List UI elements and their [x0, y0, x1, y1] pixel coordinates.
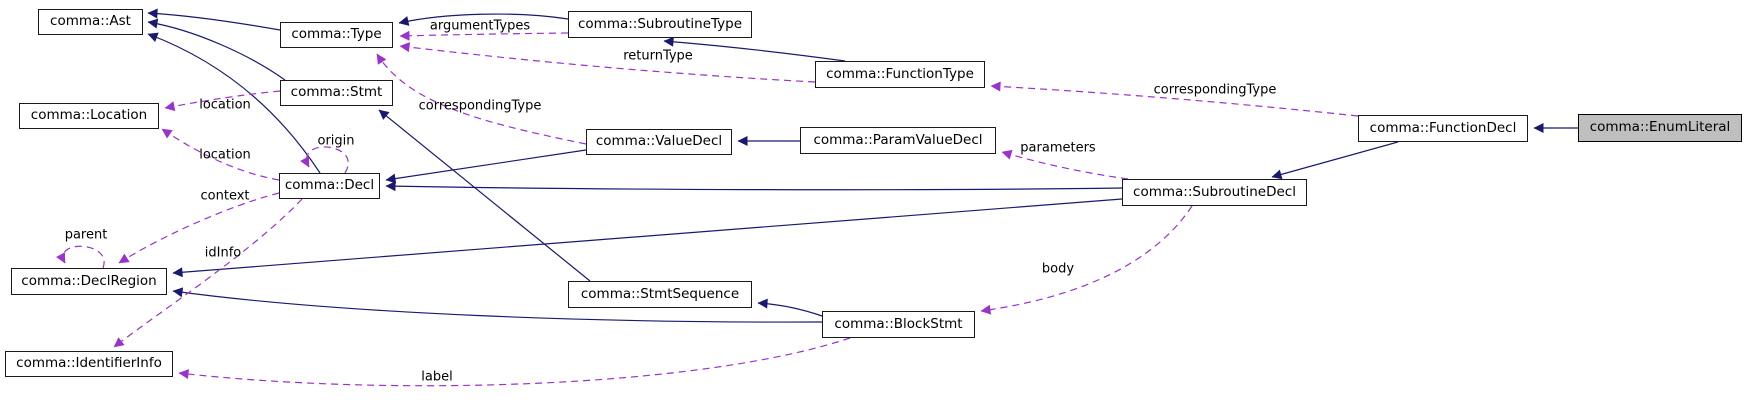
edge-label-decl-location: location: [199, 147, 251, 163]
class-node-identifier-info[interactable]: comma::IdentifierInfo: [5, 351, 173, 377]
edge-label-blockstmt-label: label: [421, 369, 453, 385]
edge-label-stmt-location: location: [199, 97, 251, 113]
edge-subroutinetype-to-type: [398, 13, 569, 26]
edge-subroutinedecl-body: [980, 205, 1193, 315]
class-node-ast[interactable]: comma::Ast: [38, 9, 143, 35]
edge-label-functiontype-returntype: returnType: [623, 48, 693, 64]
class-node-value-decl[interactable]: comma::ValueDecl: [586, 129, 732, 155]
edge-type-to-ast: [147, 8, 281, 31]
edge-subroutinedecl-to-decl: [385, 181, 1123, 192]
edge-label-declregion-parent-loop: parent: [64, 227, 108, 243]
edge-label-valuedecl-correspondingtype: correspondingType: [418, 98, 542, 114]
edge-label-decl-context: context: [200, 188, 250, 204]
edge-functiontype-to-subroutinetype: [663, 36, 846, 62]
class-node-decl-region[interactable]: comma::DeclRegion: [11, 268, 167, 295]
edge-subroutinedecl-to-declregion: [172, 198, 1123, 278]
edge-blockstmt-label: [178, 337, 851, 387]
class-node-subroutine-type[interactable]: comma::SubroutineType: [568, 11, 752, 38]
edge-valuedecl-to-decl: [385, 149, 587, 184]
class-node-enum-literal[interactable]: comma::EnumLiteral: [1578, 114, 1742, 142]
class-node-function-type[interactable]: comma::FunctionType: [815, 61, 985, 88]
edge-label-functiondecl-correspondingtype: correspondingType: [1153, 82, 1277, 98]
edge-functiontype-returntype: [399, 42, 816, 83]
edge-subroutinedecl-parameters: [1001, 149, 1129, 180]
edge-decl-to-ast: [147, 32, 321, 174]
class-node-location[interactable]: comma::Location: [19, 103, 159, 129]
edge-label-subroutinetype-argumenttypes: argumentTypes: [429, 18, 531, 34]
edge-declregion-parent-loop: [56, 245, 105, 269]
class-node-function-decl[interactable]: comma::FunctionDecl: [1358, 115, 1528, 142]
class-node-type[interactable]: comma::Type: [280, 22, 393, 48]
edge-label-decl-origin-loop: origin: [317, 133, 355, 149]
edge-stmt-to-ast: [147, 18, 286, 81]
edge-functiondecl-correspondingtype: [990, 81, 1359, 117]
edge-decl-location: [161, 128, 280, 181]
class-node-decl[interactable]: comma::Decl: [279, 173, 380, 199]
class-node-stmt-sequence[interactable]: comma::StmtSequence: [568, 281, 752, 308]
edge-label-subroutinedecl-parameters: parameters: [1020, 140, 1096, 156]
class-node-param-value-decl[interactable]: comma::ParamValueDecl: [800, 127, 996, 154]
class-node-stmt[interactable]: comma::Stmt: [280, 80, 393, 106]
edge-subroutinetype-argumenttypes: [399, 30, 569, 41]
edge-stmtsequence-to-stmt: [378, 109, 591, 282]
edge-decl-idinfo: [113, 198, 303, 348]
edge-label-subroutinedecl-body: body: [1041, 261, 1075, 277]
class-node-subroutine-decl[interactable]: comma::SubroutineDecl: [1122, 179, 1307, 206]
edge-label-decl-idinfo: idInfo: [204, 245, 242, 261]
edge-decl-context: [118, 192, 280, 264]
edge-valuedecl-correspondingtype: [376, 53, 587, 145]
edge-decl-origin-loop: [300, 146, 349, 174]
edge-blockstmt-to-declregion: [172, 287, 823, 323]
class-node-block-stmt[interactable]: comma::BlockStmt: [822, 311, 975, 338]
edge-blockstmt-to-stmtsequence: [757, 298, 823, 317]
edge-functiondecl-to-subroutinedecl: [1271, 141, 1399, 180]
